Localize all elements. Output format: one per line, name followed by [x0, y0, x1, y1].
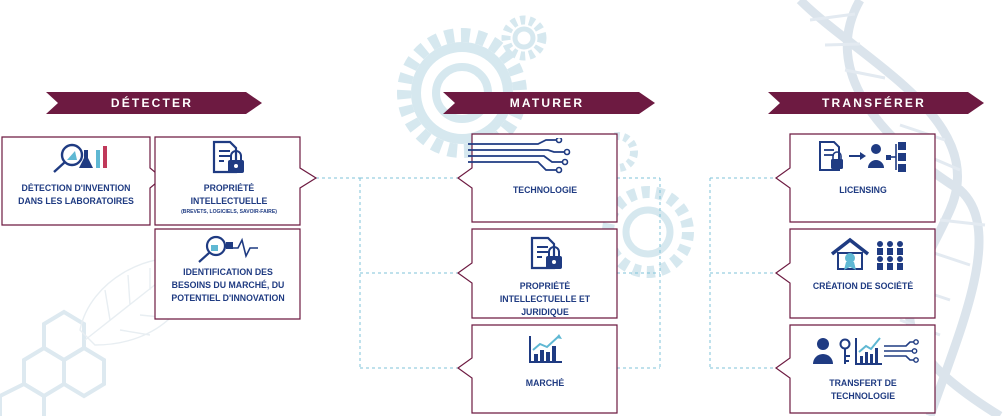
banner-mature [443, 92, 655, 114]
label-tech-transfer: TRANSFERT DE TECHNOLOGIE [829, 378, 897, 402]
box-tech-transfer [774, 324, 936, 414]
label-technology: TECHNOLOGIE [512, 185, 578, 196]
box-ip-legal [456, 228, 618, 319]
box-market [456, 324, 618, 414]
stage-title-detect: DÉTECTER [110, 96, 194, 110]
label-ip-subtitle: (BREVETS, LOGICIELS, SAVOIR-FAIRE) [181, 209, 277, 215]
connector-lines [316, 177, 776, 369]
circuit-lines-icon [468, 138, 571, 174]
growth-chart-icon [529, 334, 562, 363]
magnifier-heartbeat-icon [198, 235, 258, 263]
magnifier-flask-icon [53, 143, 107, 173]
stage-title-transfer: TRANSFÉRER [821, 96, 926, 110]
banner-detect [46, 92, 262, 114]
label-market-needs: IDENTIFICATION DES BESOINS DU MARCHÉ, DU… [171, 267, 285, 304]
label-company-creation: CRÉATION DE SOCIÉTÉ [812, 281, 914, 292]
box-company [774, 228, 936, 319]
label-invention-detection: DÉTECTION D'INVENTION DANS LES LABORATOI… [18, 183, 134, 207]
document-lock-arrow-person-network-icon [819, 141, 906, 172]
box-market-needs [154, 228, 301, 320]
gear-icon [501, 15, 547, 61]
label-ip-legal: PROPRIÉTÉ INTELLECTUELLE ET JURIDIQUE [499, 281, 591, 318]
person-key-chart-circuit-icon [813, 337, 919, 365]
label-licensing: LICENSING [839, 185, 887, 196]
document-lock-icon [530, 236, 562, 270]
house-medal-team-icon [830, 237, 903, 270]
stage-title-mature: MATURER [509, 96, 585, 110]
document-lock-icon [212, 140, 244, 174]
label-ip-title: PROPRIÉTÉ INTELLECTUELLE [190, 183, 268, 207]
box-ip [154, 136, 318, 226]
hexagon-molecule-decoration [0, 309, 106, 416]
banner-transfer [768, 92, 984, 114]
gear-icon [602, 186, 694, 278]
label-ip: PROPRIÉTÉ INTELLECTUELLE (BREVETS, LOGIC… [166, 182, 293, 216]
label-market: MARCHÉ [525, 378, 565, 389]
